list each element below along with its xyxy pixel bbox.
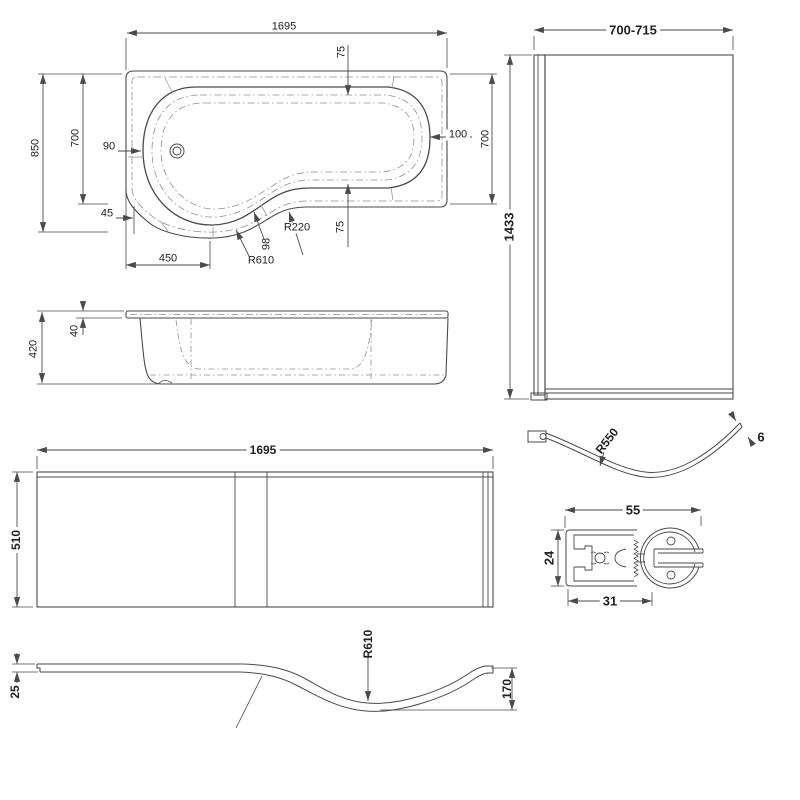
dim-bath-ledge: 45 [97,208,117,220]
panel-plan-view [12,653,517,729]
dim-bath-drain-offset: 90 [99,141,119,153]
dim-bath-rim-bottom: 75 [334,220,347,234]
screen-plan-view [527,410,756,478]
dim-bath-inner-width-right: 700 [479,129,492,149]
dim-bath-rim-top: 75 [335,45,348,59]
dim-side-rim-drop: 40 [68,324,81,338]
frame-profile-section [551,506,704,606]
bath-plan-view [38,29,497,269]
dim-bath-edge-width: 98 [260,237,273,251]
dim-bath-seat-width: 450 [158,252,178,265]
front-panel-view [12,446,494,608]
dim-profile-inner-width: 31 [599,594,621,608]
dim-screen-glass-thickness: 6 [757,429,765,445]
dim-screen-height: 1433 [502,209,517,245]
dim-bath-rim-right: 100 [445,129,471,141]
dim-panel-radius: R610 [361,629,375,659]
dim-bath-radius-large: R610 [247,254,275,267]
dim-bath-radius-small: R220 [280,222,314,234]
dim-bath-inner-width-left: 700 [69,128,82,148]
dim-profile-width: 55 [622,503,644,517]
dim-screen-width: 700-715 [606,23,660,37]
dim-profile-depth: 24 [541,550,557,566]
bath-side-view [37,301,449,385]
dim-panel-length: 1695 [246,444,280,456]
dim-panel-curve-depth: 170 [500,678,514,700]
dim-side-height: 420 [27,339,40,359]
dim-bath-overall-width: 850 [29,138,42,158]
shower-screen-front-view [504,26,734,401]
dim-bath-length: 1695 [271,20,297,33]
dim-panel-thickness: 25 [8,685,22,699]
dim-panel-height: 510 [9,526,23,554]
